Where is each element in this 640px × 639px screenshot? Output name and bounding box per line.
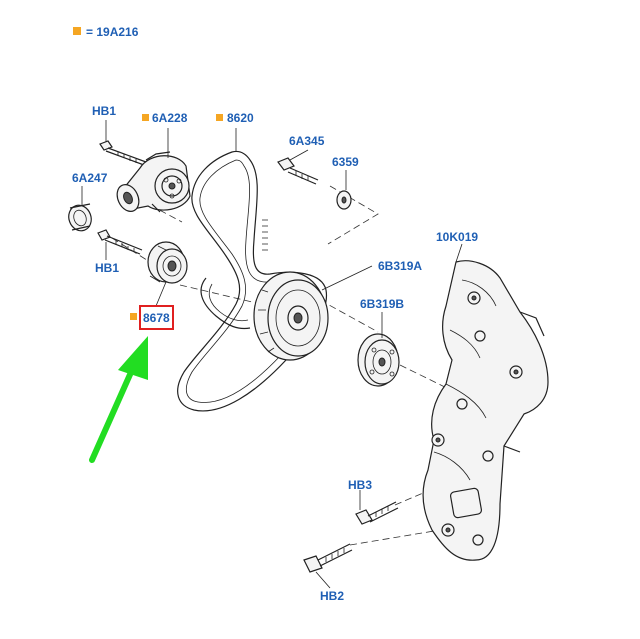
- label-hb1-bottom: HB1: [95, 261, 119, 275]
- label-10k019: 10K019: [436, 230, 478, 244]
- label-6b319a: 6B319A: [378, 259, 422, 273]
- belt-inner-loop: [200, 277, 251, 330]
- drive-belt-8620: [177, 150, 328, 412]
- marker-8620: [216, 114, 223, 121]
- idler-pulley-8678: [147, 241, 188, 284]
- alignment-lines: [111, 185, 471, 546]
- bolt-6a345: [277, 157, 319, 185]
- label-6a345: 6A345: [289, 134, 325, 148]
- label-6b319b: 6B319B: [360, 297, 404, 311]
- legend-marker: [73, 27, 81, 35]
- label-6359: 6359: [332, 155, 359, 169]
- washer-6359: [336, 190, 352, 210]
- bolt-hb1-bottom: [97, 229, 143, 255]
- bolt-hb2: [303, 543, 353, 573]
- label-6a247: 6A247: [72, 171, 108, 185]
- leader-lines: [81, 120, 463, 589]
- crank-pulley-6b319a: [253, 271, 329, 361]
- highlight-box-8678: [139, 305, 174, 330]
- legend-code-text: = 19A216: [86, 25, 139, 39]
- mounting-bracket-10k019: [422, 260, 549, 561]
- marker-8678: [130, 313, 137, 320]
- label-8620: 8620: [227, 111, 254, 125]
- pointer-arrow: [89, 336, 148, 463]
- bracket-6a247: [68, 203, 92, 232]
- hub-6b319b: [357, 333, 400, 387]
- bolt-hb3: [355, 501, 399, 525]
- label-hb3: HB3: [348, 478, 372, 492]
- label-hb2: HB2: [320, 589, 344, 603]
- belt-tensioner-6a228: [116, 151, 191, 213]
- label-hb1-top: HB1: [92, 104, 116, 118]
- label-8678: 8678: [143, 311, 170, 325]
- bolt-hb1-top: [99, 140, 147, 166]
- marker-6a228: [142, 114, 149, 121]
- label-6a228: 6A228: [152, 111, 188, 125]
